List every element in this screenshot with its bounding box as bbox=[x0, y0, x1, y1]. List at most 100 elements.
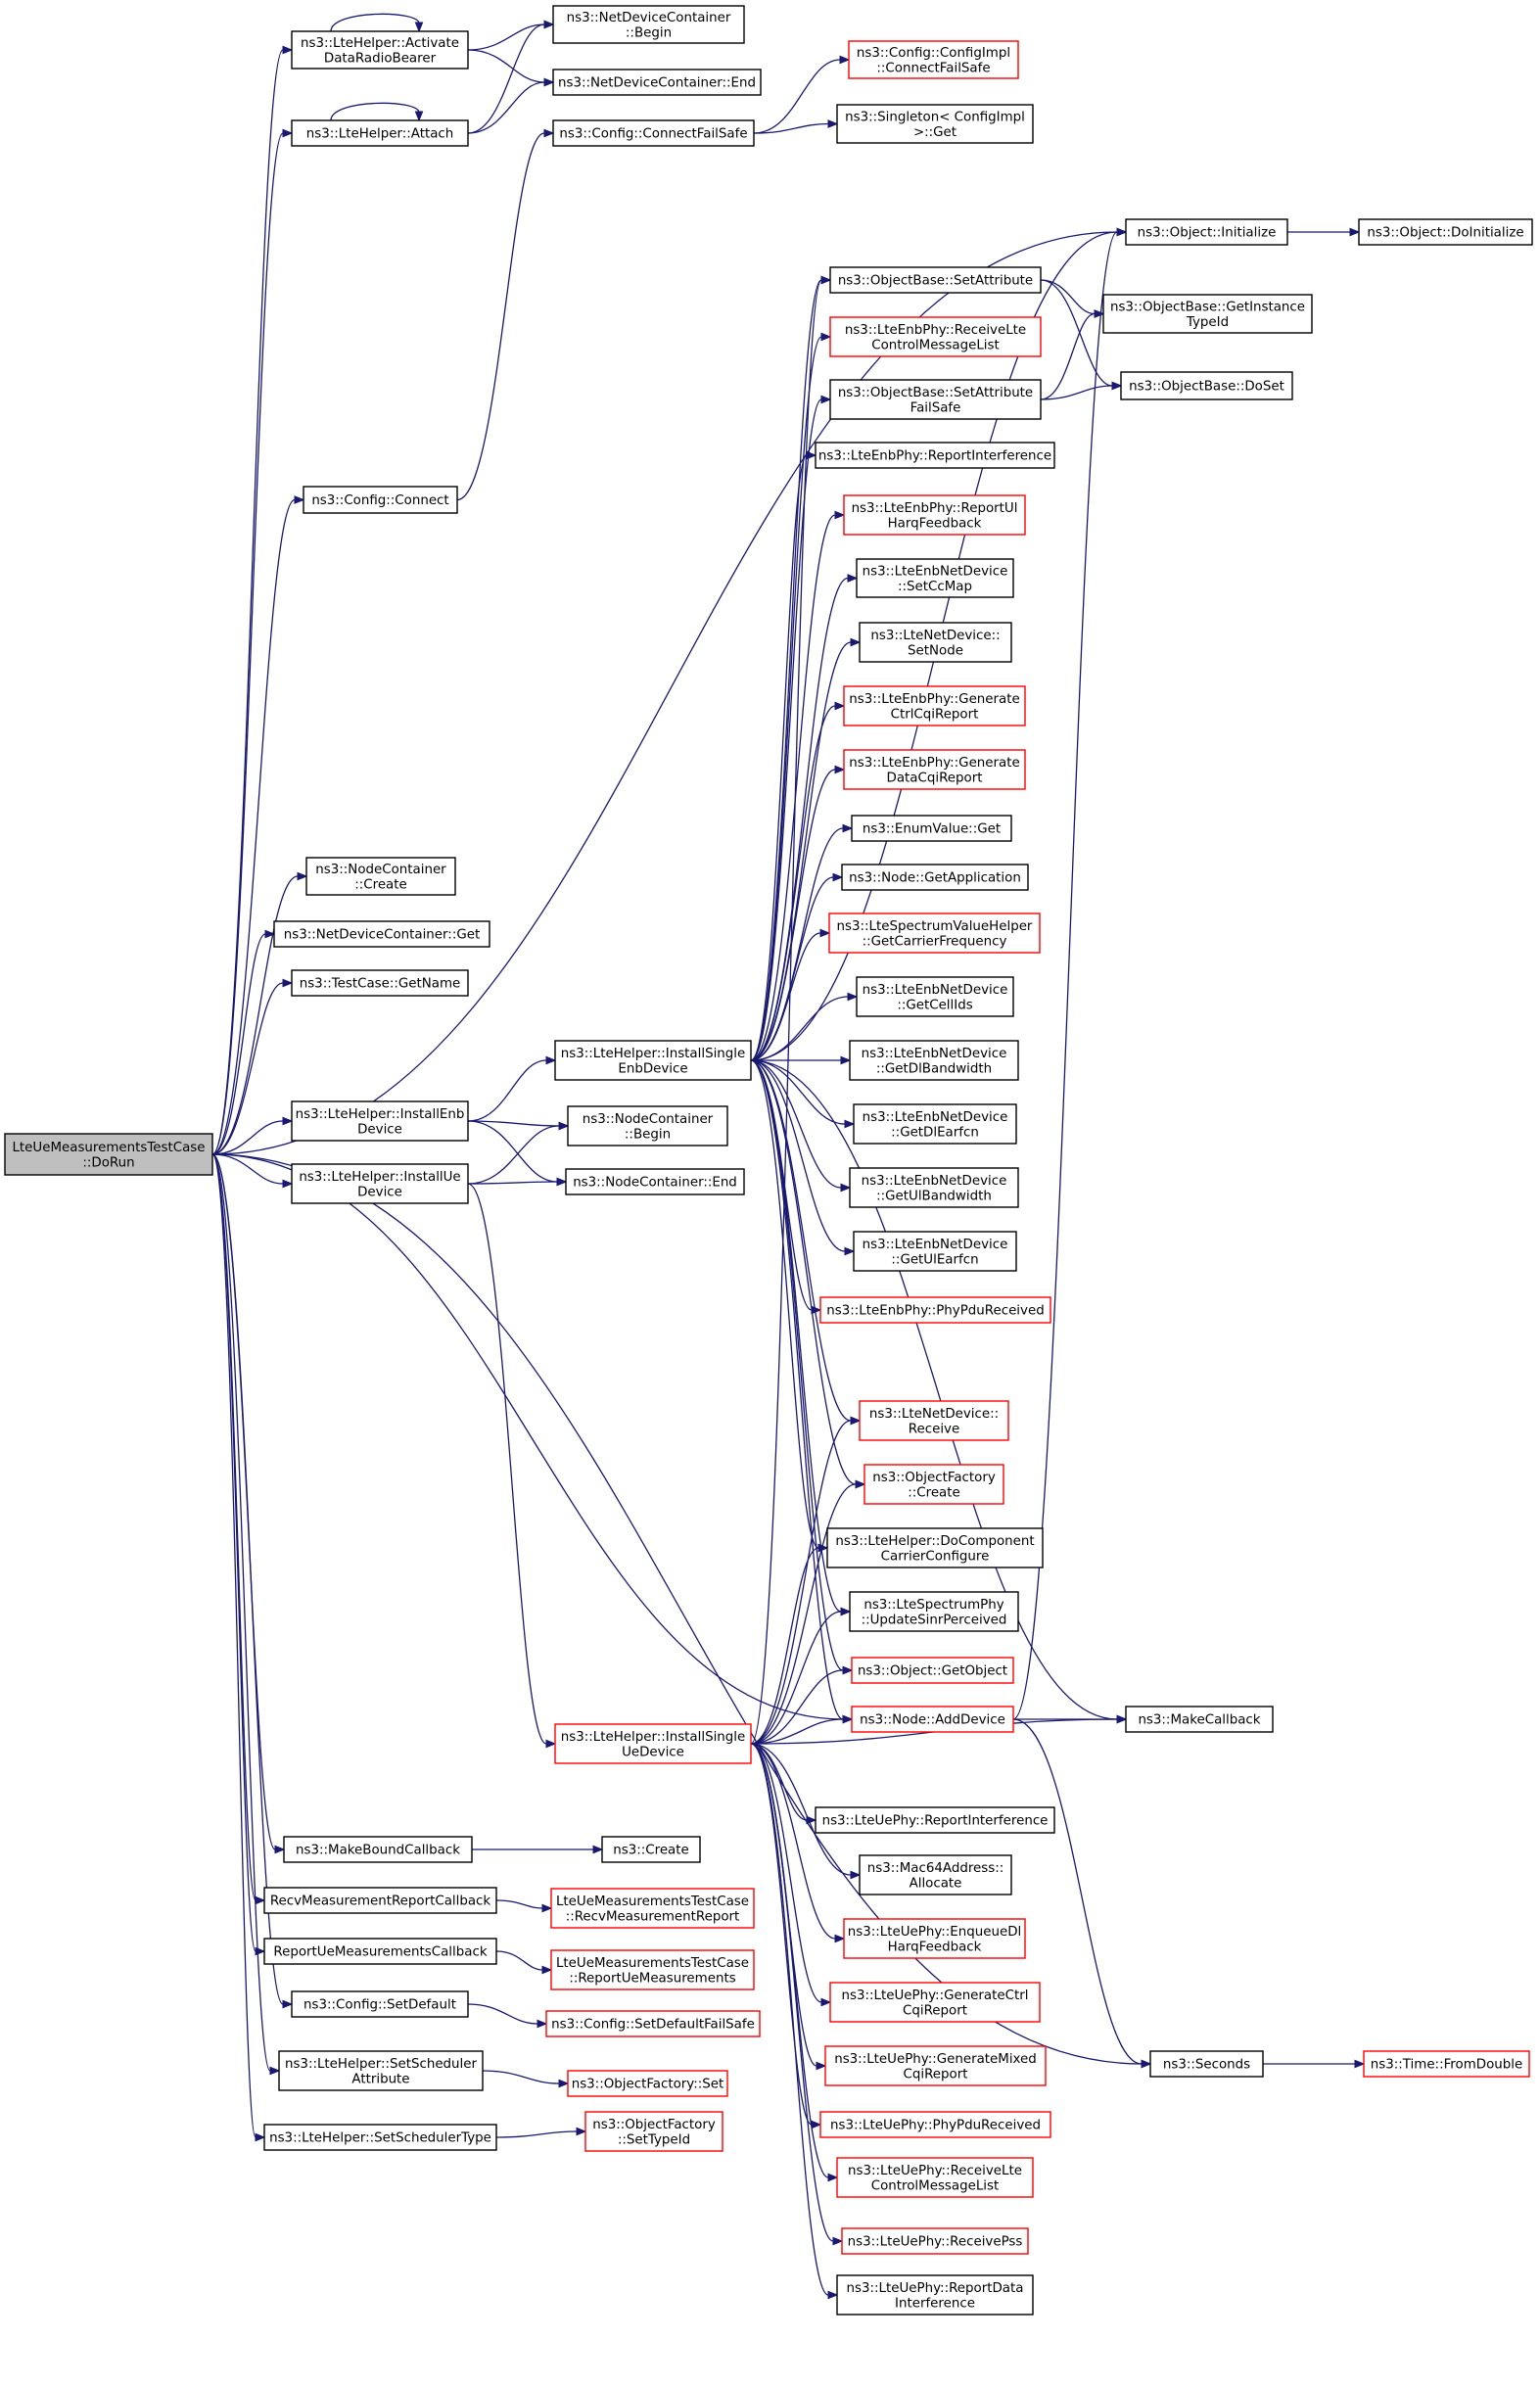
node-enbphy-recvctrl[interactable]: ns3::LteEnbPhy::ReceiveLteControlMessage… bbox=[829, 316, 1042, 357]
node-tc-getname[interactable]: ns3::TestCase::GetName bbox=[291, 969, 469, 997]
node-ob-setattr[interactable]: ns3::ObjectBase::SetAttribute bbox=[829, 266, 1042, 294]
node-ob-doset[interactable]: ns3::ObjectBase::DoSet bbox=[1120, 371, 1293, 400]
node-attach[interactable]: ns3::LteHelper::Attach bbox=[291, 119, 469, 147]
edge-install_single_enb-to-enbnd_getdlearfcn bbox=[750, 1059, 846, 1125]
node-spec-getcarrier[interactable]: ns3::LteSpectrumValueHelper::GetCarrierF… bbox=[828, 912, 1041, 954]
node-enbphy-phypdu[interactable]: ns3::LteEnbPhy::PhyPduReceived bbox=[819, 1296, 1051, 1324]
node-box bbox=[291, 1990, 469, 2018]
node-enbphy-repint[interactable]: ns3::LteEnbPhy::ReportInterference bbox=[815, 442, 1055, 469]
edge-root-to-report_cb bbox=[211, 1153, 257, 1952]
node-nc-create[interactable]: ns3::NodeContainer::Create bbox=[305, 857, 456, 896]
node-ltend-receive[interactable]: ns3::LteNetDevice::Receive bbox=[859, 1400, 1009, 1441]
edge-root-to-cfg_connect-arrowhead bbox=[294, 495, 305, 504]
node-nc-begin[interactable]: ns3::NodeContainer::Begin bbox=[567, 1105, 728, 1146]
node-cfgimpl-connfs[interactable]: ns3::Config::ConfigImpl::ConnectFailSafe bbox=[848, 40, 1019, 79]
node-label-line: Interference bbox=[895, 2296, 975, 2311]
node-obj-doinit[interactable]: ns3::Object::DoInitialize bbox=[1358, 218, 1533, 246]
node-uephy-recvpss[interactable]: ns3::LteUePhy::ReceivePss bbox=[841, 2227, 1029, 2255]
node-label-line: FailSafe bbox=[910, 400, 961, 415]
node-box bbox=[291, 119, 469, 147]
node-enbnd-getcellids[interactable]: ns3::LteEnbNetDevice::GetCellIds bbox=[856, 976, 1014, 1017]
node-ndc-end[interactable]: ns3::NetDeviceContainer::End bbox=[552, 69, 762, 96]
node-uephy-phypdu[interactable]: ns3::LteUePhy::PhyPduReceived bbox=[819, 2111, 1051, 2138]
node-enbnd-setccmap[interactable]: ns3::LteEnbNetDevice::SetCcMap bbox=[856, 558, 1014, 598]
node-makecallback[interactable]: ns3::MakeCallback bbox=[1125, 1706, 1274, 1733]
node-ltend-setnode[interactable]: ns3::LteNetDevice::SetNode bbox=[859, 622, 1012, 663]
node-enbnd-getulearfcn[interactable]: ns3::LteEnbNetDevice::GetUlEarfcn bbox=[853, 1231, 1017, 1272]
node-specphy-update[interactable]: ns3::LteSpectrumPhy::UpdateSinrPerceived bbox=[849, 1591, 1019, 1632]
node-seconds[interactable]: ns3::Seconds bbox=[1149, 2050, 1264, 2078]
node-makebound[interactable]: ns3::MakeBoundCallback bbox=[283, 1836, 473, 1863]
node-of-settypeid[interactable]: ns3::ObjectFactory::SetTypeId bbox=[584, 2111, 723, 2152]
node-time-fromdouble[interactable]: ns3::Time::FromDouble bbox=[1363, 2050, 1530, 2078]
edge-install_single_ue-to-of_create-arrowhead bbox=[855, 1479, 866, 1489]
node-recv-cb[interactable]: RecvMeasurementReportCallback bbox=[263, 1887, 497, 1914]
edge-set_sched_attr-to-of_set-arrowhead bbox=[558, 2079, 570, 2088]
edge-install_single_ue-to-dococ bbox=[750, 1547, 819, 1745]
node-enbnd-getdlearfcn[interactable]: ns3::LteEnbNetDevice::GetDlEarfcn bbox=[853, 1103, 1017, 1145]
node-cfg-setdefaultfs[interactable]: ns3::Config::SetDefaultFailSafe bbox=[545, 2010, 761, 2037]
node-label-line: ns3::NetDeviceContainer::End bbox=[558, 76, 756, 91]
node-mac64[interactable]: ns3::Mac64Address::Allocate bbox=[859, 1854, 1012, 1895]
node-obj-getobject[interactable]: ns3::Object::GetObject bbox=[851, 1657, 1014, 1684]
edge-root-to-cfg_connect bbox=[211, 498, 296, 1155]
node-uephy-repint[interactable]: ns3::LteUePhy::ReportInterference bbox=[815, 1806, 1055, 1834]
node-enum-get[interactable]: ns3::EnumValue::Get bbox=[851, 815, 1012, 842]
edge-install_single_enb-to-enbphy_repint bbox=[750, 454, 808, 1061]
node-cfg-connect[interactable]: ns3::Config::Connect bbox=[303, 486, 458, 514]
node-set-sched-type[interactable]: ns3::LteHelper::SetSchedulerType bbox=[263, 2124, 497, 2151]
node-create[interactable]: ns3::Create bbox=[601, 1836, 701, 1863]
node-uephy-recvctrl[interactable]: ns3::LteUePhy::ReceiveLteControlMessageL… bbox=[836, 2157, 1034, 2198]
node-label-line: DataRadioBearer bbox=[324, 51, 437, 66]
edge-install_single_ue-to-specphy_update bbox=[750, 1611, 842, 1745]
node-report-meas[interactable]: LteUeMeasurementsTestCase::ReportUeMeasu… bbox=[550, 1949, 755, 1990]
node-of-create[interactable]: ns3::ObjectFactory::Create bbox=[863, 1464, 1004, 1505]
edge-root-to-recv_cb-arrowhead bbox=[255, 1895, 266, 1905]
node-label-line: Receive bbox=[909, 1422, 959, 1436]
node-label-line: EnbDevice bbox=[618, 1061, 687, 1076]
edge-install_single_ue-to-uephy_genctrl bbox=[750, 1743, 822, 2003]
node-obj-init[interactable]: ns3::Object::Initialize bbox=[1125, 218, 1288, 246]
node-enbnd-getdlbw[interactable]: ns3::LteEnbNetDevice::GetDlBandwidth bbox=[849, 1040, 1019, 1081]
node-box bbox=[824, 2045, 1047, 2086]
node-ndc-begin[interactable]: ns3::NetDeviceContainer::Begin bbox=[552, 5, 745, 44]
node-node-getapp[interactable]: ns3::Node::GetApplication bbox=[841, 864, 1029, 891]
node-label-line: ns3::Node::AddDevice bbox=[860, 1713, 1005, 1728]
edge-activate-self-loop bbox=[330, 13, 420, 32]
node-box bbox=[303, 486, 458, 514]
node-ndc-get[interactable]: ns3::NetDeviceContainer::Get bbox=[273, 920, 490, 948]
node-label-line: ns3::LteUePhy::ReceiveLte bbox=[848, 2164, 1022, 2178]
node-box bbox=[550, 1949, 755, 1990]
node-nc-end[interactable]: ns3::NodeContainer::End bbox=[565, 1168, 745, 1195]
edge-makebound-to-create-arrowhead bbox=[592, 1845, 604, 1854]
node-recv-report[interactable]: LteUeMeasurementsTestCase::RecvMeasureme… bbox=[550, 1888, 755, 1929]
node-box bbox=[291, 969, 469, 997]
node-cfg-connfs[interactable]: ns3::Config::ConnectFailSafe bbox=[552, 119, 755, 147]
node-cfg-setdefault[interactable]: ns3::Config::SetDefault bbox=[291, 1990, 469, 2018]
node-singleton-get[interactable]: ns3::Singleton< ConfigImpl >::Get bbox=[836, 104, 1034, 144]
edge-install_single_enb-to-enbphy_gendata bbox=[750, 769, 836, 1061]
node-enbnd-getulbw[interactable]: ns3::LteEnbNetDevice::GetUlBandwidth bbox=[849, 1167, 1019, 1208]
node-report-cb[interactable]: ReportUeMeasurementsCallback bbox=[263, 1938, 497, 1965]
node-label-line: CtrlCqiReport bbox=[891, 707, 979, 722]
node-label-line: ::GetUlBandwidth bbox=[876, 1189, 992, 1203]
node-node-adddevice[interactable]: ns3::Node::AddDevice bbox=[851, 1706, 1014, 1733]
edge-root-to-activate bbox=[211, 49, 284, 1155]
node-dococ[interactable]: ns3::LteHelper::DoComponentCarrierConfig… bbox=[826, 1527, 1044, 1568]
node-of-set[interactable]: ns3::ObjectFactory::Set bbox=[567, 2070, 728, 2097]
